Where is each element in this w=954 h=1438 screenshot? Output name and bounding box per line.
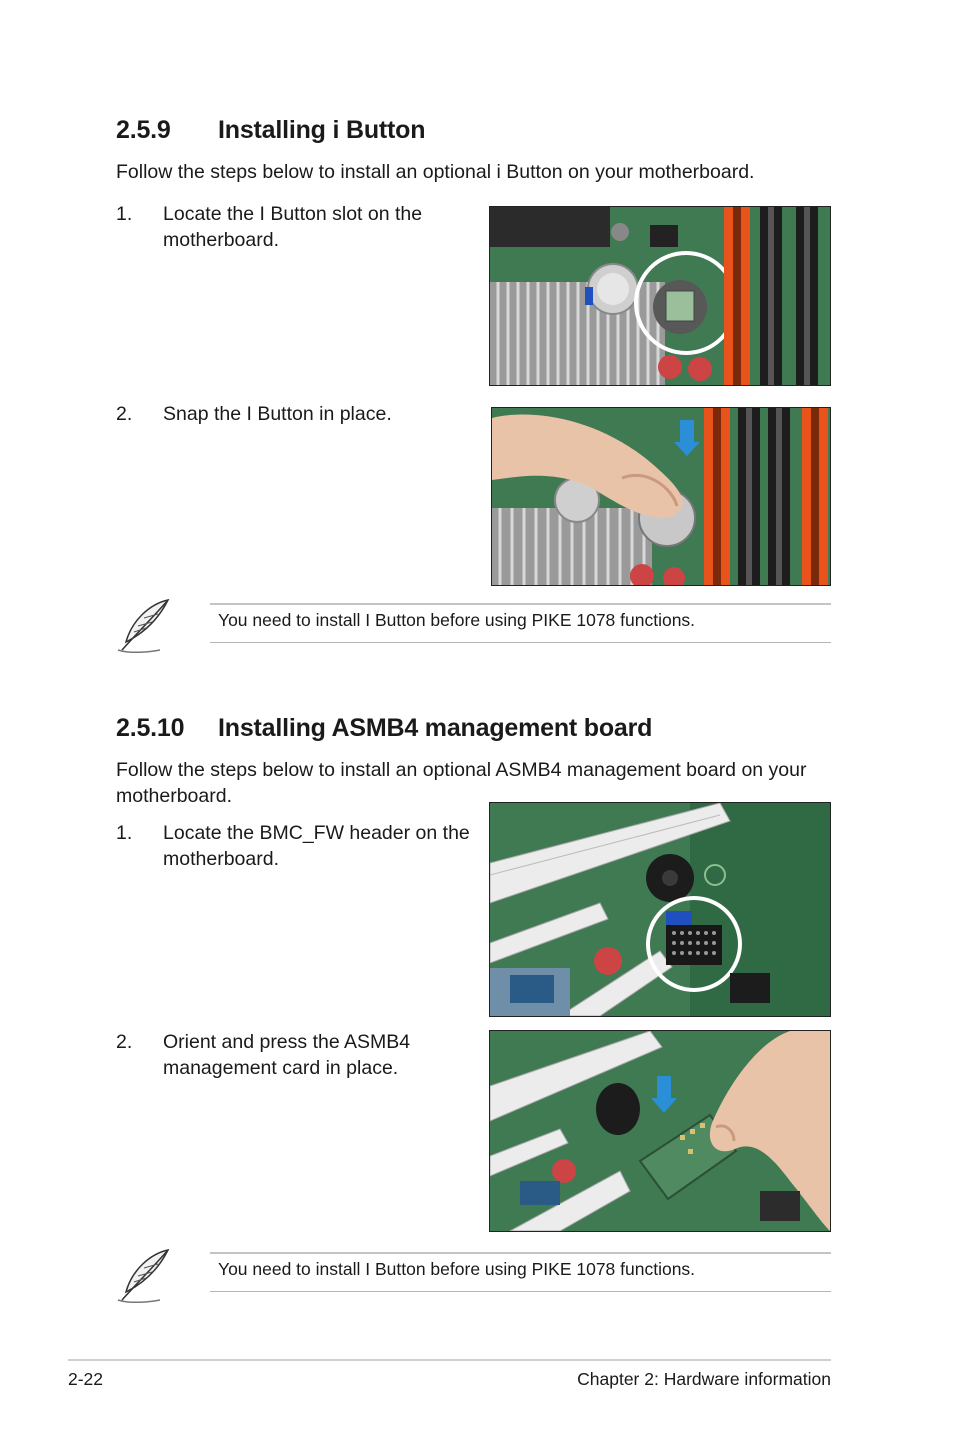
section-title: Installing ASMB4 management board — [218, 714, 653, 742]
section-number: 2.5.9 — [116, 116, 171, 144]
note-text: You need to install I Button before usin… — [218, 610, 696, 630]
step-text-line: Snap the I Button in place. — [163, 403, 392, 425]
step-number: 1. — [116, 822, 133, 844]
intro-line: Follow the steps below to install an opt… — [116, 759, 807, 781]
note-rule-top — [210, 603, 831, 605]
note-rule-bottom — [210, 642, 831, 643]
intro-line: motherboard. — [116, 785, 232, 807]
section-intro: Follow the steps below to install an opt… — [116, 161, 755, 183]
chapter-label: Chapter 2: Hardware information — [577, 1369, 831, 1389]
page-number: 2-22 — [68, 1369, 104, 1389]
step-text: Locate the I Button slot on the motherbo… — [163, 201, 422, 253]
step-item: 2. Snap the I Button in place. — [116, 401, 476, 431]
step-text-line: Locate the I Button slot on the — [163, 203, 423, 225]
note-rule-bottom — [210, 1291, 831, 1292]
section-title: Installing i Button — [218, 116, 426, 144]
section-intro: Follow the steps below to install an opt… — [116, 757, 836, 809]
photo-asmb4-card-install — [489, 1030, 831, 1232]
step-text-line: motherboard. — [163, 229, 279, 251]
step-number: 1. — [116, 203, 133, 225]
photo-bmc-fw-header — [489, 802, 831, 1017]
step-item: 1. Locate the I Button slot on the mothe… — [116, 201, 476, 257]
note-text: You need to install I Button before usin… — [218, 1259, 696, 1279]
step-text: Locate the BMC_FW header on the motherbo… — [163, 820, 470, 872]
step-text: Snap the I Button in place. — [163, 401, 392, 427]
step-text-line: motherboard. — [163, 848, 279, 870]
photo-ibutton-snap — [491, 407, 831, 586]
photo-ibutton-slot — [489, 206, 831, 386]
step-text: Orient and press the ASMB4 management ca… — [163, 1029, 410, 1081]
step-item: 2. Orient and press the ASMB4 management… — [116, 1029, 486, 1085]
step-text-line: management card in place. — [163, 1057, 399, 1079]
step-text-line: Locate the BMC_FW header on the — [163, 822, 470, 844]
section-heading-ibutton: 2.5.9 Installing i Button — [116, 116, 616, 146]
step-item: 1. Locate the BMC_FW header on the mothe… — [116, 820, 486, 876]
step-number: 2. — [116, 1031, 133, 1053]
step-text-line: Orient and press the ASMB4 — [163, 1031, 411, 1053]
note-rule-top — [210, 1252, 831, 1254]
feather-pen-icon — [116, 1248, 174, 1304]
step-number: 2. — [116, 403, 133, 425]
section-heading-asmb4: 2.5.10 Installing ASMB4 management board — [116, 714, 756, 744]
section-number: 2.5.10 — [116, 714, 185, 742]
feather-pen-icon — [116, 598, 174, 654]
footer-rule — [68, 1359, 831, 1361]
